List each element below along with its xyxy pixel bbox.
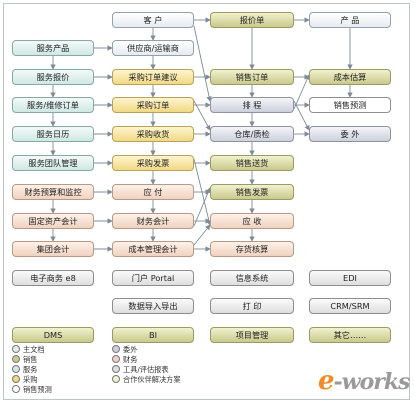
legend-dot-icon — [112, 365, 120, 373]
box-service-quote: 服务报价 — [12, 69, 94, 85]
box-quotation: 报价单 — [210, 12, 294, 28]
legend-label: 主文档 — [23, 345, 45, 354]
box-outsourcing: 委 外 — [309, 126, 391, 142]
legend-item-service: 服务 — [12, 365, 37, 374]
legend-label: 销售预测 — [23, 385, 52, 394]
box-cost-estimate: 成本估算 — [309, 69, 391, 85]
legend-item-finance: 财务 — [112, 355, 137, 364]
box-sales-order: 销售订单 — [210, 69, 294, 85]
box-service-product: 服务产品 — [12, 40, 94, 56]
box-po-suggestion: 采购订单建议 — [112, 69, 194, 85]
legend-item-partner: 合作伙伴解决方案 — [112, 375, 181, 384]
legend-label: 委外 — [123, 345, 138, 354]
box-portal: 门户 Portal — [112, 270, 194, 286]
box-dms: DMS — [12, 327, 94, 343]
legend-dot-icon — [112, 345, 120, 353]
box-warehouse-qc: 仓库/质检 — [210, 126, 294, 142]
legend-item-sales: 销售 — [12, 355, 37, 364]
box-service-repair-order: 服务/维修订单 — [12, 97, 94, 113]
box-fixed-assets: 固定资产会计 — [12, 213, 94, 229]
box-product: 产 品 — [309, 12, 391, 28]
legend-dot-icon — [12, 355, 20, 363]
legend-dot-icon — [112, 375, 120, 383]
box-crm-srm: CRM/SRM — [309, 298, 391, 314]
box-data-import-export: 数据导入导出 — [112, 298, 194, 314]
box-service-calendar: 服务日历 — [12, 126, 94, 142]
legend-dot-icon — [112, 355, 120, 363]
box-others: 其它…… — [309, 327, 391, 343]
box-cost-management: 成本管理会计 — [112, 241, 194, 257]
box-group-accounting: 集团会计 — [12, 241, 94, 257]
box-supplier: 供应商/运输商 — [112, 40, 194, 56]
box-ecommerce: 电子商务 e8 — [12, 270, 94, 286]
box-edi: EDI — [309, 270, 391, 286]
legend-label: 销售 — [23, 355, 38, 364]
box-info-system: 信息系统 — [210, 270, 294, 286]
box-print: 打 印 — [210, 298, 294, 314]
box-purchase-order: 采购订单 — [112, 97, 194, 113]
box-customer: 客 户 — [112, 12, 194, 28]
legend-item-forecast: 销售预测 — [12, 385, 52, 394]
legend-label: 服务 — [23, 365, 38, 374]
legend-dot-icon — [12, 375, 20, 383]
legend-item-purchase: 采购 — [12, 375, 37, 384]
legend-label: 财务 — [123, 355, 138, 364]
box-sales-forecast: 销售预测 — [309, 97, 391, 113]
legend-dot-icon — [12, 385, 20, 393]
box-sales-delivery: 销售送货 — [210, 155, 294, 171]
box-sales-invoice: 销售发票 — [210, 184, 294, 200]
box-project-management: 项目管理 — [210, 327, 294, 343]
legend-item-tools: 工具/评估报表 — [112, 365, 169, 374]
box-purchase-invoice: 采购发票 — [112, 155, 194, 171]
legend-label: 工具/评估报表 — [123, 365, 169, 374]
legend-item-outsourcing: 委外 — [112, 345, 137, 354]
box-bi: BI — [112, 327, 194, 343]
box-scheduling: 排 程 — [210, 97, 294, 113]
box-financial-accounting: 财务会计 — [112, 213, 194, 229]
box-budget-monitoring: 财务预算和监控 — [12, 184, 94, 200]
eworks-watermark-logo: e-works — [318, 366, 411, 396]
box-purchase-receipt: 采购收货 — [112, 126, 194, 142]
legend-label: 合作伙伴解决方案 — [123, 375, 181, 384]
box-accounts-payable: 应 付 — [112, 184, 194, 200]
box-inventory-accounting: 存货核算 — [210, 241, 294, 257]
box-accounts-receivable: 应 收 — [210, 213, 294, 229]
legend-item-master: 主文档 — [12, 345, 45, 354]
legend-dot-icon — [12, 365, 20, 373]
diagram-frame — [3, 3, 410, 400]
legend-dot-icon — [12, 345, 20, 353]
box-service-team: 服务团队管理 — [12, 155, 94, 171]
legend-label: 采购 — [23, 375, 38, 384]
